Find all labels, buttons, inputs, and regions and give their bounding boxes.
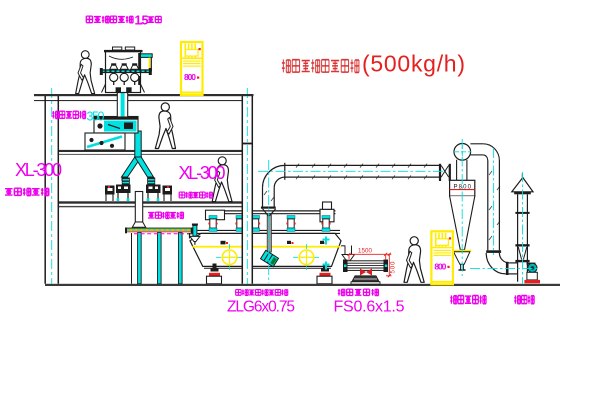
svg-text:350: 350 xyxy=(87,110,105,124)
svg-text:XL-300: XL-300 xyxy=(15,160,62,180)
svg-text:500: 500 xyxy=(390,261,397,274)
svg-text:1500: 1500 xyxy=(358,248,373,255)
svg-text:FS0.6x1.5: FS0.6x1.5 xyxy=(334,299,405,316)
svg-text:1.5: 1.5 xyxy=(135,14,149,28)
svg-text:XL-300: XL-300 xyxy=(179,163,226,183)
svg-text:ZLG6x0.75: ZLG6x0.75 xyxy=(227,299,295,316)
svg-text:(500kg/h): (500kg/h) xyxy=(362,51,465,77)
